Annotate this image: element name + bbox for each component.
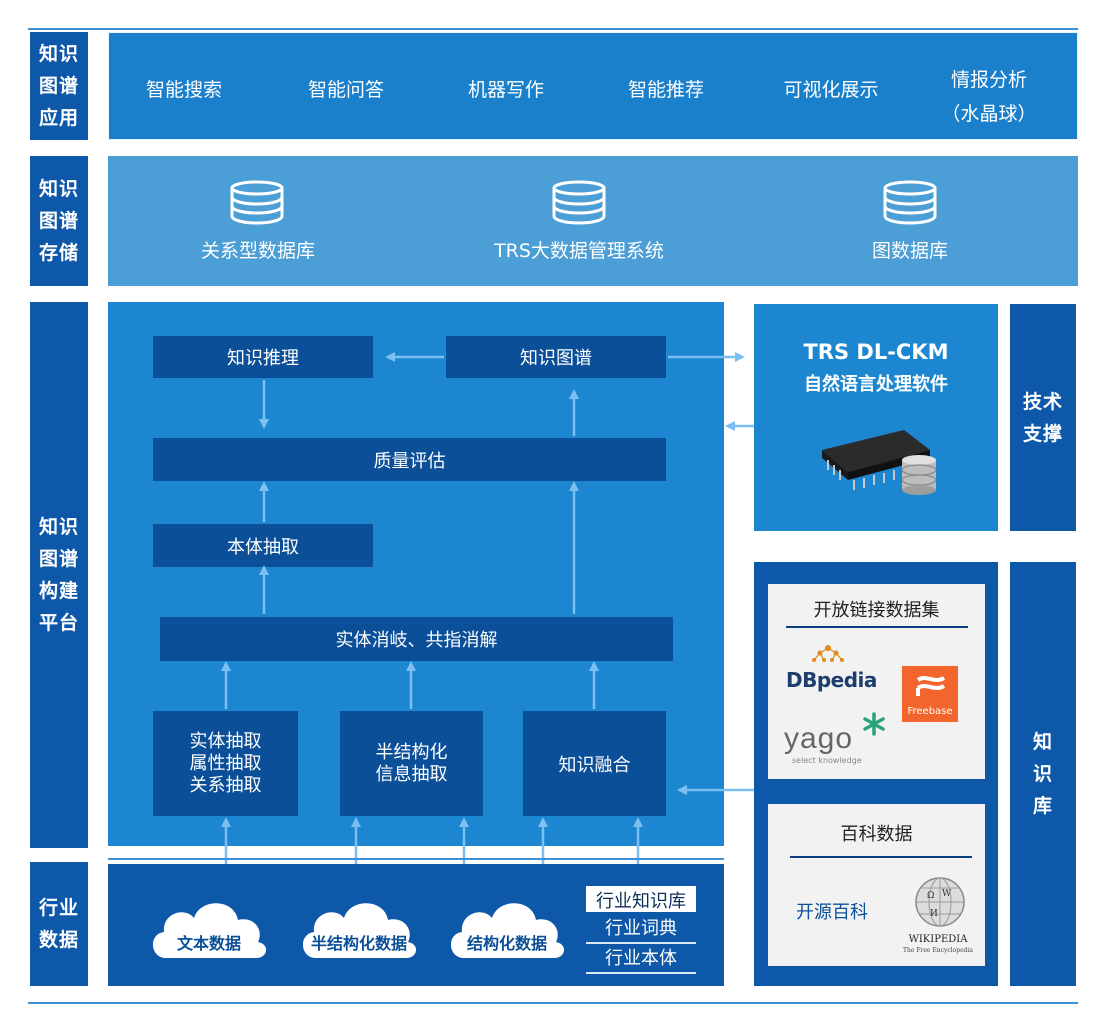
industry-knowledge-base: 行业知识库 <box>596 891 686 912</box>
industry-kb-highlight <box>586 886 696 912</box>
top-rule <box>28 28 1078 30</box>
yago-star-icon <box>863 712 885 736</box>
box-knowledge-inference: 知识推理 <box>153 336 373 378</box>
dbpedia-logo-text: DBpedia <box>786 668 877 692</box>
storage-item-trs-bigdata: TRS大数据管理系统 <box>494 240 664 262</box>
app-item-smart-search: 智能搜索 <box>145 79 222 101</box>
box-ontology-extraction: 本体抽取 <box>153 524 373 567</box>
label-line: 知识 <box>38 178 79 200</box>
cloud-label-text-data: 文本数据 <box>176 934 241 953</box>
wikipedia-globe-icon: Ω W И <box>915 877 965 927</box>
industry-top-rule <box>108 858 724 860</box>
open-linked-data-card: 开放链接数据集 DBpedia Freebase yago select kno… <box>768 584 985 779</box>
layer-label-application: 知识 图谱 应用 <box>30 32 88 140</box>
cloud-label-semi-structured: 半结构化数据 <box>310 934 407 953</box>
box-entity-extraction: 实体抽取 属性抽取 关系抽取 <box>153 711 298 816</box>
layer-label-kb: 知 识 库 <box>1010 562 1076 986</box>
yago-logo-sub: select knowledge <box>792 756 862 765</box>
database-icon <box>552 180 606 225</box>
intel-analysis-line1: 情报分析 <box>950 69 1027 91</box>
box-semi-structured-extraction: 半结构化 信息抽取 <box>340 711 483 816</box>
label-line: 知识 <box>38 43 79 65</box>
freebase-logo-text: Freebase <box>907 706 953 717</box>
label-line: 存储 <box>38 242 79 264</box>
chip-database-icon <box>822 430 937 495</box>
app-item-smart-recommend: 智能推荐 <box>627 79 704 101</box>
label-line: 知 <box>1032 731 1053 753</box>
label-line: 图谱 <box>38 210 79 232</box>
open-linked-data-divider <box>786 626 968 628</box>
label-line: 库 <box>1032 795 1053 817</box>
application-band: 智能搜索 智能问答 机器写作 智能推荐 可视化展示 情报分析 （水晶球） <box>108 32 1078 140</box>
encyclopedia-card: 百科数据 开源百科 Ω W И WIKIPEDIA The Free Encyc… <box>768 804 985 966</box>
label-line: 技术 <box>1022 390 1063 413</box>
cloud-icon <box>152 903 267 958</box>
extraction-line: 实体抽取 <box>189 730 262 752</box>
layer-label-storage: 知识 图谱 存储 <box>30 156 88 286</box>
layer-label-tech: 技术 支撑 <box>1010 304 1076 531</box>
layer-label-platform: 知识 图谱 构建 平台 <box>30 302 88 848</box>
extraction-line: 属性抽取 <box>189 752 262 774</box>
label-line: 图谱 <box>38 548 79 570</box>
semi-line: 信息抽取 <box>375 763 448 785</box>
yago-logo-text: yago <box>784 722 854 755</box>
box-knowledge-fusion: 知识融合 <box>523 711 666 816</box>
label-line: 构建 <box>38 580 79 602</box>
freebase-logo-icon: Freebase <box>902 666 958 722</box>
database-icon <box>883 180 937 225</box>
layer-label-industry: 行业 数据 <box>30 862 88 986</box>
svg-text:И: И <box>930 909 938 919</box>
label-line: 行业 <box>38 897 79 919</box>
storage-band: 关系型数据库 TRS大数据管理系统 图数据库 <box>108 156 1078 286</box>
svg-text:W: W <box>942 889 952 899</box>
box-entity-disambiguation: 实体消岐、共指消解 <box>160 617 673 661</box>
wikipedia-wordmark: WIKIPEDIA <box>908 934 968 945</box>
cloud-icon <box>450 903 565 958</box>
open-linked-data-title: 开放链接数据集 <box>813 600 940 621</box>
label-line: 平台 <box>38 612 79 634</box>
label-line: 应用 <box>38 107 79 129</box>
freebase-mark-icon <box>916 676 946 696</box>
bottom-rule <box>28 1002 1078 1004</box>
label-line: 数据 <box>38 929 79 951</box>
encyclopedia-title: 百科数据 <box>840 824 913 845</box>
storage-item-graph-db: 图数据库 <box>871 240 948 262</box>
industry-ontology: 行业本体 <box>586 946 696 974</box>
dbpedia-logo-icon <box>812 645 844 662</box>
app-item-intel-analysis: 情报分析 （水晶球） <box>919 63 1059 131</box>
app-item-visualization: 可视化展示 <box>783 79 879 101</box>
cloud-icon <box>302 903 417 958</box>
database-icon <box>230 180 284 225</box>
wikipedia-tagline: The Free Encyclopedia <box>903 947 973 954</box>
box-quality-assessment: 质量评估 <box>153 438 666 481</box>
label-line: 知识 <box>38 516 79 538</box>
tech-panel: TRS DL-CKM 自然语言处理软件 <box>754 304 998 531</box>
cloud-label-structured: 结构化数据 <box>466 934 547 953</box>
label-line: 支撑 <box>1022 422 1063 445</box>
box-knowledge-graph: 知识图谱 <box>446 336 666 378</box>
open-source-encyclopedia-label: 开源百科 <box>796 902 868 923</box>
label-line: 识 <box>1032 763 1053 785</box>
tech-title: TRS DL-CKM <box>803 340 949 364</box>
svg-text:Ω: Ω <box>927 891 934 901</box>
storage-item-relational-db: 关系型数据库 <box>200 240 315 262</box>
app-item-machine-writing: 机器写作 <box>467 79 544 101</box>
tech-subtitle: 自然语言处理软件 <box>804 374 948 395</box>
extraction-line: 关系抽取 <box>189 774 262 796</box>
label-line: 图谱 <box>38 75 79 97</box>
semi-line: 半结构化 <box>375 741 448 763</box>
app-item-smart-qa: 智能问答 <box>307 79 384 101</box>
encyclopedia-divider <box>790 856 972 858</box>
industry-dictionary: 行业词典 <box>586 916 696 944</box>
intel-analysis-line2: （水晶球） <box>941 103 1037 125</box>
